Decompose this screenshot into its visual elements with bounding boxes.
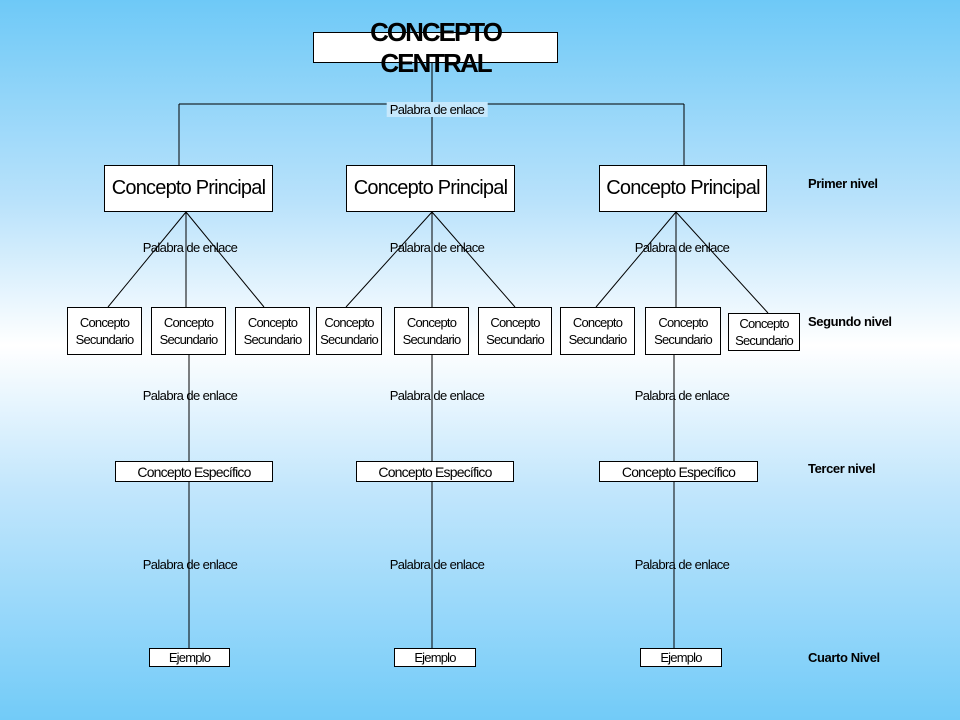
specific-concept-2[interactable]: Concepto Específico	[356, 461, 514, 482]
specific-concept-3[interactable]: Concepto Específico	[599, 461, 758, 482]
link-label-secondary-3: Palabra de enlace	[634, 388, 730, 403]
secondary-line-1: Concepto	[572, 315, 623, 330]
secondary-line-2: Secundario	[243, 332, 303, 347]
level-label-third: Tercer nivel	[808, 461, 876, 476]
secondary-line-2: Secundario	[402, 332, 462, 347]
principal-concept-3[interactable]: Concepto Principal	[599, 165, 767, 212]
secondary-line-1: Concepto	[490, 315, 540, 330]
level-label-fourth: Cuarto Nivel	[808, 650, 880, 665]
secondary-concept-6[interactable]: Concepto Secundario	[478, 307, 552, 355]
secondary-line-1: Concepto	[79, 315, 130, 330]
link-label-specific-3: Palabra de enlace	[634, 557, 730, 572]
secondary-concept-5[interactable]: Concepto Secundario	[394, 307, 469, 355]
secondary-concept-1[interactable]: Concepto Secundario	[67, 307, 142, 355]
link-label-central: Palabra de enlace	[386, 102, 488, 117]
secondary-concept-7[interactable]: Concepto Secundario	[560, 307, 635, 355]
link-label-specific-1: Palabra de enlace	[142, 557, 238, 572]
link-label-principal-3: Palabra de enlace	[634, 240, 730, 255]
secondary-line-2: Secundario	[486, 332, 545, 347]
secondary-line-1: Concepto	[247, 315, 298, 330]
secondary-concept-9[interactable]: Concepto Secundario	[728, 313, 800, 351]
link-label-secondary-1: Palabra de enlace	[142, 388, 238, 403]
example-box-3[interactable]: Ejemplo	[640, 648, 722, 667]
principal-concept-1[interactable]: Concepto Principal	[104, 165, 273, 212]
secondary-line-2: Secundario	[654, 332, 713, 347]
secondary-line-2: Secundario	[320, 332, 379, 347]
secondary-line-1: Concepto	[324, 315, 374, 330]
secondary-concept-4[interactable]: Concepto Secundario	[316, 307, 382, 355]
secondary-concept-2[interactable]: Concepto Secundario	[151, 307, 226, 355]
link-label-principal-1: Palabra de enlace	[142, 240, 238, 255]
level-label-first: Primer nivel	[808, 176, 878, 191]
example-box-1[interactable]: Ejemplo	[149, 648, 230, 667]
principal-concept-2[interactable]: Concepto Principal	[346, 165, 515, 212]
example-box-2[interactable]: Ejemplo	[394, 648, 476, 667]
secondary-line-2: Secundario	[735, 333, 794, 348]
link-label-secondary-2: Palabra de enlace	[389, 388, 485, 403]
central-concept[interactable]: CONCEPTO CENTRAL	[313, 17, 558, 78]
secondary-line-2: Secundario	[568, 332, 628, 347]
link-label-principal-2: Palabra de enlace	[389, 240, 485, 255]
secondary-line-1: Concepto	[658, 315, 708, 330]
secondary-concept-8[interactable]: Concepto Secundario	[645, 307, 721, 355]
secondary-concept-3[interactable]: Concepto Secundario	[235, 307, 310, 355]
specific-concept-1[interactable]: Concepto Específico	[115, 461, 273, 482]
link-label-specific-2: Palabra de enlace	[389, 557, 485, 572]
secondary-line-2: Secundario	[159, 332, 219, 347]
level-label-second: Segundo nivel	[808, 314, 892, 329]
secondary-line-2: Secundario	[75, 332, 135, 347]
secondary-line-1: Concepto	[163, 315, 214, 330]
secondary-line-1: Concepto	[739, 316, 789, 331]
secondary-line-1: Concepto	[406, 315, 457, 330]
